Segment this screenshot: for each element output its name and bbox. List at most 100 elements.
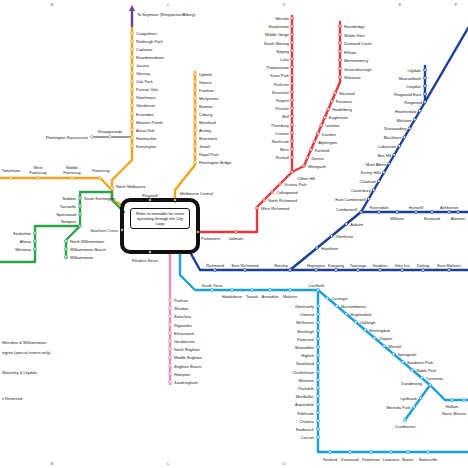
station-dot	[404, 419, 407, 422]
map-label: Patterson	[297, 336, 314, 341]
station-dot	[367, 197, 370, 200]
station-dot	[291, 66, 294, 69]
station-dot	[131, 72, 134, 75]
map-label: Ivanhoe	[325, 123, 339, 128]
station-dot	[269, 289, 272, 292]
station-dot	[291, 33, 294, 36]
station-dot	[10, 177, 13, 180]
lilydale-line	[424, 66, 426, 102]
station-dot	[315, 269, 318, 272]
map-label: Wattle Glen	[344, 32, 365, 37]
map-label: Hawkstowe	[269, 24, 289, 29]
map-label: Jolimont	[229, 236, 244, 241]
station-dot	[317, 411, 320, 414]
station-dot	[317, 395, 320, 398]
station-dot	[418, 109, 421, 112]
map-label: Diamond Creek	[344, 41, 372, 46]
map-label: Chatham	[360, 179, 376, 184]
station-dot	[169, 348, 172, 351]
station-dot	[317, 289, 320, 292]
map-label: Seaford	[323, 457, 337, 462]
map-label: Mernda	[275, 16, 289, 21]
station-dot	[330, 100, 333, 103]
map-label: Rushall	[276, 155, 289, 160]
station-dot	[289, 289, 292, 292]
map-label: Oakleigh	[360, 320, 376, 325]
map-label: Hawksburn	[222, 294, 242, 299]
station-dot	[291, 171, 294, 174]
map-label: Keon Park	[270, 73, 289, 78]
cranbourne-line	[405, 385, 430, 420]
station-dot	[37, 177, 40, 180]
station-dot	[65, 240, 68, 243]
map-label: Springvale	[398, 352, 417, 357]
station-dot	[317, 362, 320, 365]
note-text: Refer to timetable for trains operating …	[136, 211, 184, 226]
map-label: Eaglemont	[329, 115, 348, 120]
map-label: Auburn	[350, 222, 363, 227]
station-dot	[364, 329, 367, 332]
map-label: Bonbeach	[296, 427, 314, 432]
station-dot	[403, 136, 406, 139]
map-label: Parkdale	[298, 386, 314, 391]
map-label: Willison	[390, 216, 404, 221]
station-dot	[390, 451, 393, 454]
station-dot	[291, 17, 294, 20]
map-label: Newport	[61, 219, 76, 224]
station-dot	[401, 269, 404, 272]
map-label: Regent	[276, 98, 289, 103]
map-label: Croydon	[406, 84, 421, 89]
station-dot	[317, 313, 320, 316]
upfield-line	[175, 72, 195, 202]
map-label: Canterbury	[351, 188, 371, 193]
map-label: Blackburn	[384, 135, 402, 140]
station-dot	[396, 211, 399, 214]
station-dot	[169, 381, 172, 384]
map-label: Moorabbin	[295, 345, 314, 350]
station-dot	[339, 76, 342, 79]
station-dot	[235, 231, 238, 234]
map-label: Victoria Park	[284, 182, 307, 187]
station-dot	[194, 105, 197, 108]
map-label: Croxton	[275, 130, 289, 135]
station-dot	[291, 131, 294, 134]
glen-waverley-line	[190, 252, 468, 270]
map-label: Moreland	[199, 120, 216, 125]
map-label: Greensborough	[344, 66, 372, 71]
station-dot	[415, 211, 418, 214]
station-dot	[291, 74, 294, 77]
map-label: Macleod	[339, 91, 354, 96]
station-dot	[330, 235, 333, 238]
station-dot	[457, 211, 460, 214]
station-dot	[448, 211, 451, 214]
seymour-line	[131, 11, 133, 28]
station-dot	[383, 171, 386, 174]
map-label: Watsonia	[344, 75, 361, 80]
frankston-line	[318, 290, 468, 452]
station-dot	[354, 321, 357, 324]
station-dot	[334, 92, 337, 95]
station-dot	[131, 120, 134, 123]
station-dot	[279, 183, 282, 186]
map-label: Essendon	[136, 111, 154, 116]
map-label: Ripponlea	[174, 322, 192, 327]
station-dot	[291, 58, 294, 61]
station-dot	[335, 305, 338, 308]
station-dot	[339, 67, 342, 70]
map-label: Somerville	[419, 457, 438, 462]
map-label: Toorak	[246, 294, 258, 299]
pakenham-line	[180, 252, 468, 400]
station-dot	[291, 25, 294, 28]
station-dot	[317, 378, 320, 381]
map-label: Laburnum	[378, 144, 396, 149]
station-dot	[65, 256, 68, 259]
sandringham-line	[169, 252, 171, 384]
map-label: Glenroy	[136, 71, 150, 76]
map-label: Flemington Racecourse	[46, 135, 88, 140]
station-dot	[65, 248, 68, 251]
map-label: Fawkner	[199, 88, 214, 93]
grid-reference: B	[51, 2, 54, 7]
map-label: Yarraman	[426, 376, 443, 381]
map-label: Thomastown	[266, 65, 289, 70]
map-label: Darebin	[322, 131, 336, 136]
